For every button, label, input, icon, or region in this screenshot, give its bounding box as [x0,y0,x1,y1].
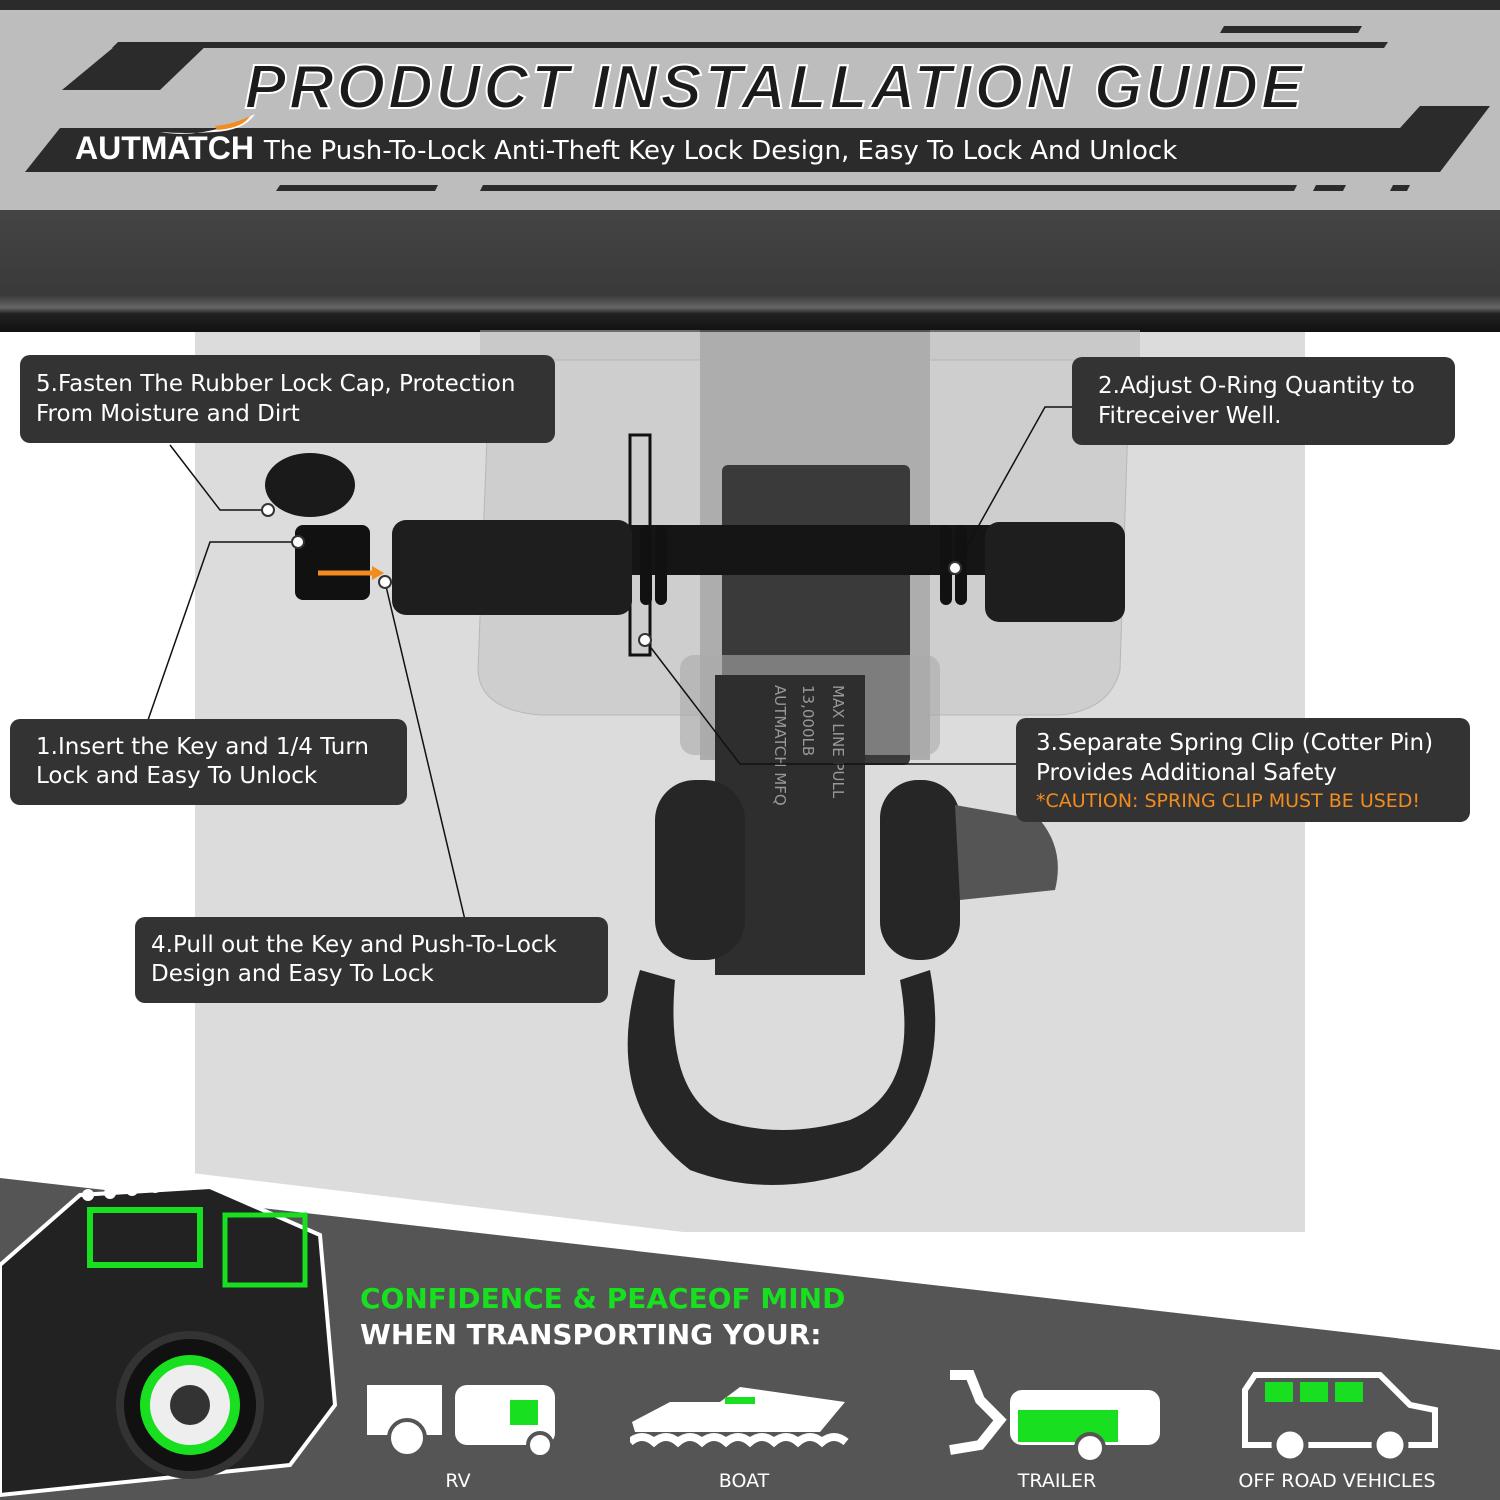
rubber-lock-cap [265,453,355,517]
callout-step-4: 4.Pull out the Key and Push-To-Lock Desi… [135,917,608,1003]
rv-icon [367,1385,555,1459]
product-illustration: AUTMATCH MFQ 13,000LB MAX LINE PULL [147,330,1140,1185]
header-decoration [25,26,1490,191]
off-road-vehicle-icon [1242,1372,1438,1464]
page-title: PRODUCT INSTALLATION GUIDE [244,52,1306,123]
logo-swoosh-icon [160,114,255,134]
brand-logo: AUTMATCH [75,130,254,166]
vehicle-label-boat: BOAT [718,1470,770,1492]
jeep-illustration [0,1175,338,1498]
vehicle-label-trailer: TRAILER [1017,1470,1097,1492]
svg-text:13,000LB: 13,000LB [799,685,817,756]
callout-step-5: 5.Fasten The Rubber Lock Cap, Protection… [20,355,555,443]
vehicle-label-rv: RV [445,1470,471,1492]
top-border [0,0,1500,10]
vehicle-bumper [0,210,1500,332]
vehicle-label-off-road: OFF ROAD VEHICLES [1238,1470,1436,1492]
subtitle: AUTMATCH The Push-To-Lock Anti-Theft Key … [75,130,1177,167]
callout-step-3: 3.Separate Spring Clip (Cotter Pin) Prov… [1016,718,1470,822]
d-ring-shackle [627,780,1058,1185]
boat-icon [630,1387,849,1448]
subtitle-text: The Push-To-Lock Anti-Theft Key Lock Des… [263,136,1178,166]
headline: CONFIDENCE & PEACEOF MIND [360,1282,846,1315]
svg-text:AUTMATCH MFQ: AUTMATCH MFQ [771,685,789,806]
callout-step-3-text: 3.Separate Spring Clip (Cotter Pin) Prov… [1036,730,1434,786]
callout-step-2: 2.Adjust O-Ring Quantity to Fitreceiver … [1072,357,1455,445]
caution-text: *CAUTION: SPRING CLIP MUST BE USED! [1036,790,1421,812]
key [295,525,370,600]
svg-text:MAX LINE PULL: MAX LINE PULL [829,685,847,799]
callout-step-1: 1.Insert the Key and 1/4 Turn Lock and E… [10,719,407,805]
trailer-icon [949,1370,1160,1464]
lock-end-cap [985,522,1125,622]
subheadline: WHEN TRANSPORTING YOUR: [360,1318,822,1351]
